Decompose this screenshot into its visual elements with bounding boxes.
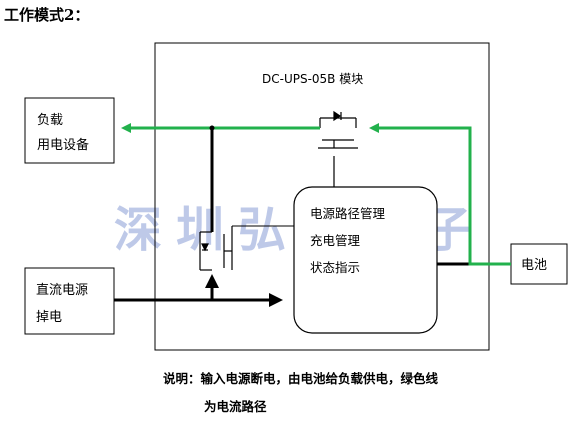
battery-label: 电池	[521, 258, 547, 273]
controller-label-line3: 状态指示	[310, 260, 360, 275]
controller-box	[293, 186, 438, 334]
dc-input-box	[24, 267, 115, 335]
controller-label-line1: 电源路径管理	[310, 206, 386, 221]
current-path	[121, 123, 511, 266]
junction-dot	[209, 125, 215, 131]
black-wiring	[114, 128, 470, 307]
dc-input-label-line1: 直流电源	[36, 283, 88, 298]
battery-box	[510, 243, 568, 285]
caption-line1: 说明：输入电源断电，由电池给负载供电，绿色线	[163, 371, 439, 386]
page-heading: 工作模式2：	[4, 6, 89, 24]
input-mosfet	[199, 226, 233, 271]
load-label-line2: 用电设备	[37, 137, 89, 153]
controller-label-line2: 充电管理	[310, 233, 361, 248]
battery-mosfet	[318, 110, 358, 149]
caption-line2: 为电流路径	[204, 399, 267, 414]
load-label-line1: 负载	[37, 113, 63, 128]
dc-input-label-line2: 掉电	[36, 310, 62, 325]
module-box	[154, 42, 490, 351]
load-box	[24, 97, 115, 164]
module-title: DC-UPS-05B 模块	[262, 72, 363, 86]
